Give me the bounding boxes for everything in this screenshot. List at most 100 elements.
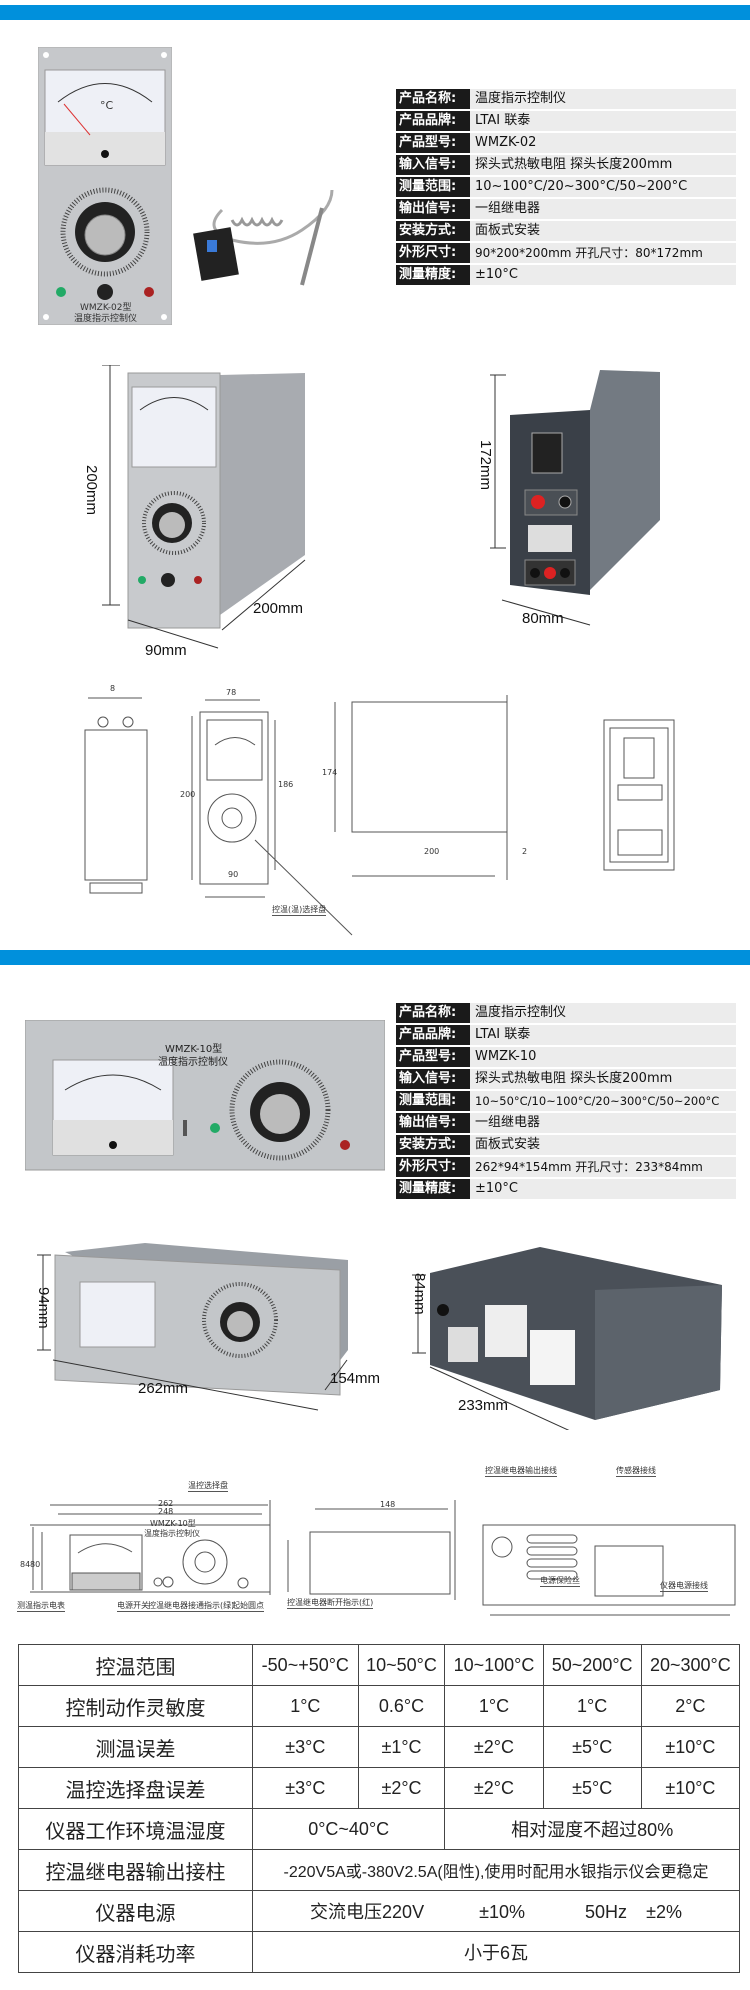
device-model-label: WMZK-02型 <box>80 303 132 313</box>
spec-row: 产品名称: 温度指示控制仪 <box>396 1003 736 1023</box>
row-header: 测温误差 <box>18 1726 253 1768</box>
sensor-callout-label: 传感器接线 <box>616 1466 656 1477</box>
spec-value: 90*200*200mm 开孔尺寸：80*172mm <box>475 246 703 260</box>
row-header: 控温范围 <box>18 1644 253 1686</box>
drawing-dim-90: 90 <box>228 870 239 879</box>
row-header: 仪器消耗功率 <box>18 1931 253 1973</box>
spec-label: 测量精度: <box>396 265 470 285</box>
spec-label: 产品型号: <box>396 1047 470 1067</box>
depth-dimension: 200mm <box>253 600 304 617</box>
spec-value: LTAI 联泰 <box>475 113 531 128</box>
spec-value: ±10°C <box>475 267 519 282</box>
back-height-dimension: 84mm <box>411 1273 428 1315</box>
wmzk-02-dimension-photo <box>102 365 306 649</box>
relay-output-callout-label: 控温继电器输出接线 <box>485 1466 557 1477</box>
spec-label: 输出信号: <box>396 199 470 219</box>
device-name-label: 温度指示控制仪 <box>74 314 138 324</box>
wmzk-02-front-photo <box>38 47 172 325</box>
drawing-dim-2: 2 <box>522 847 528 856</box>
meter-unit: °C <box>100 99 114 112</box>
table-cell: ±5°C <box>542 1726 642 1768</box>
power-frequency: 50Hz <box>585 1902 628 1922</box>
spec-row: 输出信号: 一组继电器 <box>396 1113 736 1133</box>
depth-dimension: 154mm <box>330 1370 381 1387</box>
table-row: 控温继电器输出接柱 -220V5A或-380V2.5A(阻性),使用时配用水银指… <box>18 1849 740 1891</box>
spec-value: 探头式热敏电阻 探头长度200mm <box>475 1071 673 1086</box>
row-header: 控制动作灵敏度 <box>18 1685 253 1727</box>
spec-row: 输出信号:一组继电器 <box>396 199 736 219</box>
green-indicator-callout-label: 控温继电器接通指示(绿) <box>148 1601 235 1612</box>
fuse-callout-label: 电源保险丝 <box>540 1576 580 1587</box>
wmzk-10-dimension-photo <box>37 1243 348 1411</box>
spec-row: 输入信号:探头式热敏电阻 探头长度200mm <box>396 155 736 175</box>
spec-row: 测量精度:±10°C <box>396 1179 736 1199</box>
height-dimension: 94mm <box>35 1287 52 1329</box>
table-row: 仪器电源 交流电压220V ±10% 50Hz ±2% <box>18 1890 740 1932</box>
table-cell: ±10°C <box>640 1767 741 1809</box>
power-switch-callout-label: 电源开关 <box>117 1601 149 1612</box>
spec-label: 产品品牌: <box>396 111 470 131</box>
table-cell: ±2°C <box>444 1726 544 1768</box>
drawing-dim-148: 148 <box>380 1500 396 1509</box>
spec-value: WMZK-10 <box>475 1049 537 1064</box>
drawing-dim-200: 200 <box>180 790 196 799</box>
wmzk-02-back-photo <box>490 370 660 626</box>
table-cell: ±10°C <box>640 1726 741 1768</box>
spec-row: 安装方式:面板式安装 <box>396 221 736 241</box>
spec-value: 10~100°C/20~300°C/50~200°C <box>475 179 688 194</box>
table-row: 测温误差 ±3°C ±1°C ±2°C ±5°C ±10°C <box>18 1726 741 1768</box>
wmzk-10-front-photo <box>25 1020 385 1171</box>
table-cell: 0.6°C <box>357 1685 446 1727</box>
spec-row: 测量范围: 10~100°C/20~300°C/50~200°C <box>396 177 736 197</box>
table-cell: 10~50°C <box>357 1644 446 1686</box>
table-cell: ±1°C <box>357 1726 446 1768</box>
origin-point-callout-label: 起始圆点 <box>232 1601 264 1612</box>
spec-label: 测量范围: <box>396 1091 470 1111</box>
table-cell: 0°C~40°C <box>251 1808 446 1850</box>
spec-value: 温度指示控制仪 <box>475 1005 567 1020</box>
spec-label: 输出信号: <box>396 1113 470 1133</box>
drawing-dim-78: 78 <box>226 688 237 697</box>
drawing-model: WMZK-10型 <box>150 1519 196 1528</box>
spec-row: 产品型号: WMZK-10 <box>396 1047 736 1067</box>
meter-callout-label: 测温指示电表 <box>17 1601 65 1612</box>
wmzk-10-technical-drawing <box>30 1500 736 1616</box>
spec-label: 产品型号: <box>396 133 470 153</box>
dial-callout-label: 控温(温)选择盘 <box>272 905 327 916</box>
spec-value: 探头式热敏电阻 探头长度200mm <box>475 157 673 172</box>
drawing-name: 温度指示控制仪 <box>144 1529 200 1538</box>
spec-label: 测量精度: <box>396 1179 470 1199</box>
spec-label: 产品品牌: <box>396 1025 470 1045</box>
section-divider <box>0 5 750 20</box>
spec-row: 产品品牌: LTAI 联泰 <box>396 1025 736 1045</box>
spec-value: 一组继电器 <box>475 1115 541 1130</box>
drawing-dim-8: 8 <box>110 684 116 693</box>
back-width-dimension: 80mm <box>522 610 564 627</box>
drawing-dim-depth-200: 200 <box>424 847 440 856</box>
red-indicator-callout-label: 控温继电器断开指示(红) <box>287 1598 374 1609</box>
table-cell: 1°C <box>252 1685 359 1727</box>
spec-value: WMZK-02 <box>475 135 537 150</box>
table-row: 仪器消耗功率 小于6瓦 <box>18 1931 740 1973</box>
table-cell: ±2°C <box>444 1767 544 1809</box>
table-cell: 50~200°C <box>542 1644 642 1686</box>
spec-value: LTAI 联泰 <box>475 1027 531 1042</box>
spec-row: 产品型号: WMZK-02 <box>396 133 736 153</box>
drawing-dim-186: 186 <box>278 780 294 789</box>
table-cell: 1°C <box>542 1685 642 1727</box>
table-row: 控制动作灵敏度 1°C 0.6°C 1°C 1°C 2°C <box>18 1685 741 1727</box>
wmzk-02-technical-drawing <box>84 695 675 936</box>
drawing-dim-80: 80 <box>30 1560 41 1569</box>
spec-label: 安装方式: <box>396 221 470 241</box>
table-cell: -220V5A或-380V2.5A(阻性),使用时配用水银指示仪会更稳定 <box>252 1849 740 1891</box>
spec-label: 产品名称: <box>396 1003 470 1023</box>
row-header: 温控选择盘误差 <box>18 1767 253 1809</box>
width-dimension: 262mm <box>138 1380 189 1397</box>
table-row: 仪器工作环境温湿度 0°C~40°C 相对湿度不超过80% <box>18 1808 740 1850</box>
spec-row: 测量精度: ±10°C <box>396 265 736 285</box>
wmzk-10-back-photo <box>412 1247 722 1430</box>
parameters-table: 控温范围 -50~+50°C 10~50°C 10~100°C 50~200°C… <box>18 1644 741 1973</box>
drawing-dim-262: 262 <box>158 1499 174 1508</box>
spec-label: 测量范围: <box>396 177 470 197</box>
wmzk-10-spec-table: 产品名称: 温度指示控制仪 产品品牌: LTAI 联泰 产品型号: WMZK-10 输… <box>396 1003 736 1201</box>
